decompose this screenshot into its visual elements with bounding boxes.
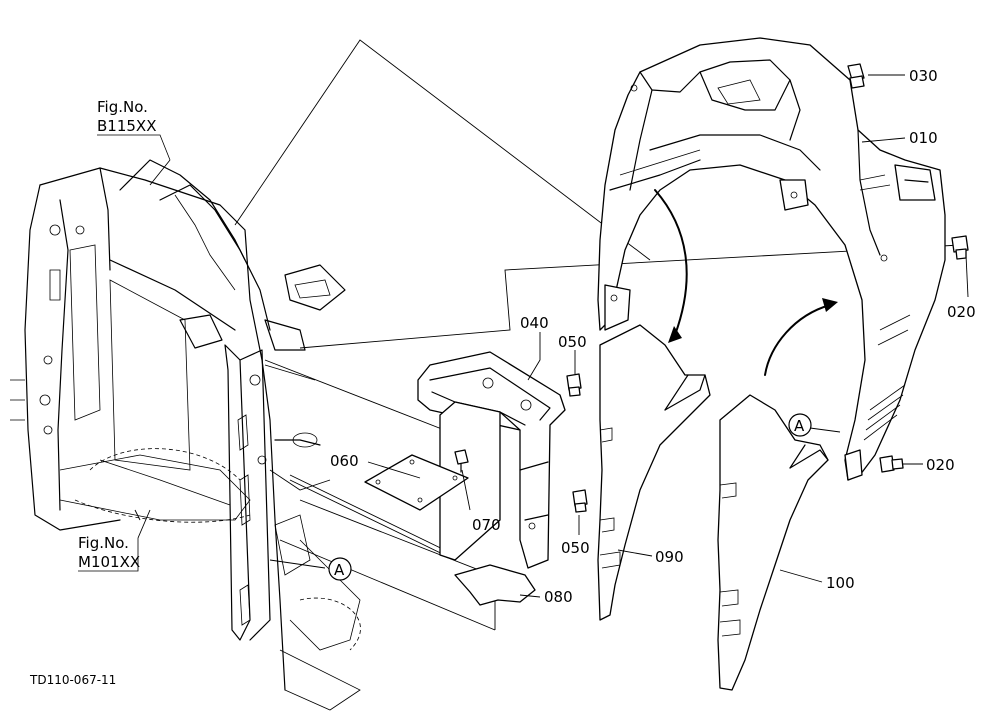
insulator-090: [597, 324, 711, 621]
label-050-lower: 050: [561, 539, 590, 557]
figref-m101-line2: M101XX: [78, 553, 140, 571]
bolt-020-upper: [951, 235, 969, 260]
fitting-arrows: [654, 189, 838, 376]
label-010: 010: [909, 129, 938, 147]
callout-a-cover-circle: [788, 413, 812, 437]
clip-070: [454, 449, 469, 473]
figref-m101-line1: Fig.No.: [78, 534, 129, 552]
label-040: 040: [520, 314, 549, 332]
label-090: 090: [655, 548, 684, 566]
bolt-050-lower: [572, 489, 588, 513]
drawing-code: TD110-067-11: [29, 673, 116, 687]
figref-b115-line2: B115XX: [97, 117, 156, 135]
mat-080: [454, 564, 536, 606]
bracket-040: [417, 351, 566, 569]
figref-b115-line1: Fig.No.: [97, 98, 148, 116]
label-070: 070: [472, 516, 501, 534]
frame-assembly: [10, 159, 361, 711]
label-060: 060: [330, 452, 359, 470]
bolt-050-upper: [566, 373, 582, 397]
label-030: 030: [909, 67, 938, 85]
bolt-030: [847, 63, 865, 89]
cover-010: [597, 37, 946, 481]
insulator-100: [717, 394, 829, 691]
bolt-020-lower: [879, 455, 904, 473]
label-leaders: [137, 74, 969, 598]
label-100: 100: [826, 574, 855, 592]
label-080: 080: [544, 588, 573, 606]
labels: Fig.No. B115XX Fig.No. M101XX 030 010 02…: [29, 67, 976, 687]
label-020-upper: 020: [947, 303, 976, 321]
callout-a-frame: A: [334, 561, 345, 579]
label-050-upper: 050: [558, 333, 587, 351]
callout-a-cover: A: [794, 417, 805, 435]
label-020-lower: 020: [926, 456, 955, 474]
callout-a-frame-circle: [328, 557, 352, 581]
